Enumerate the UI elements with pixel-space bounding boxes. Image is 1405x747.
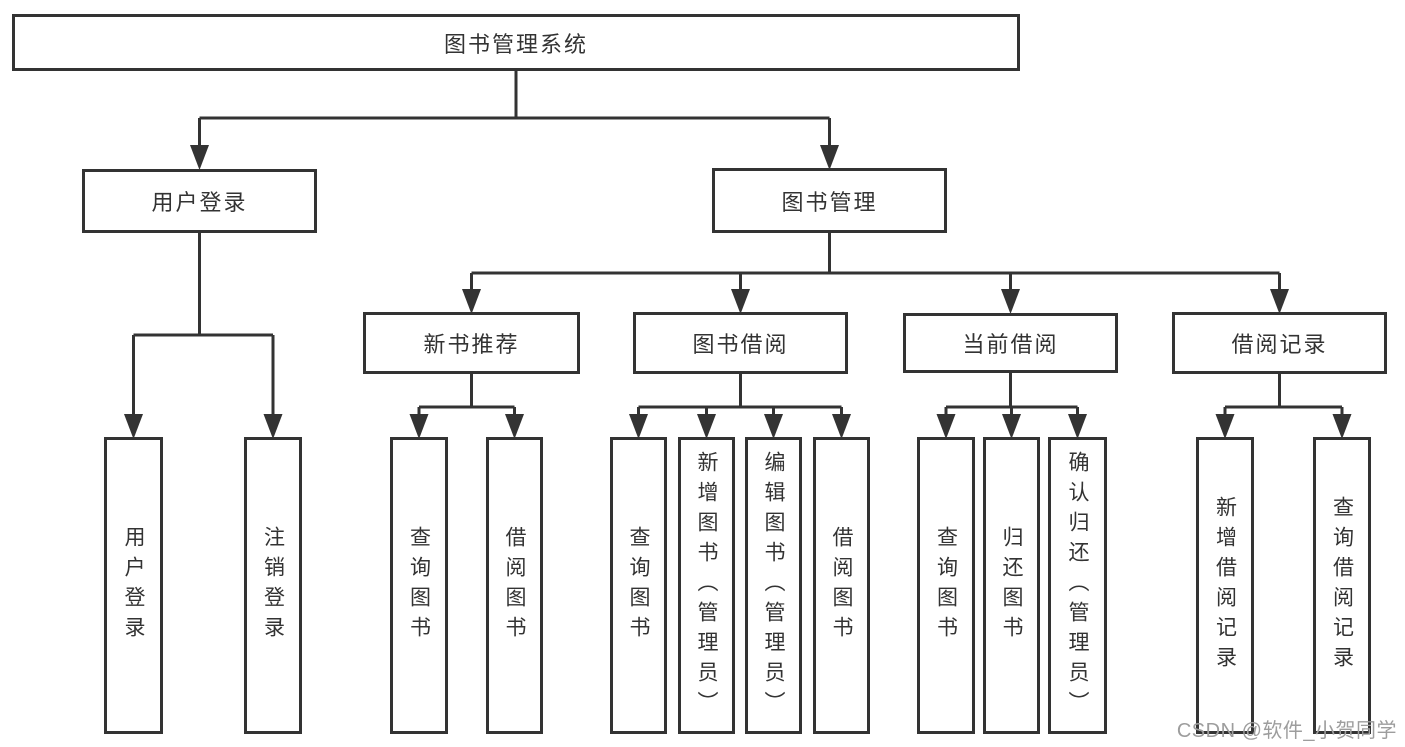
node-book-management: 图书管理 xyxy=(712,168,947,233)
leaf-confirm-return-admin: 确认归还（管理员） xyxy=(1048,437,1107,734)
leaf-add-book-admin: 新增图书（管理员） xyxy=(678,437,735,734)
leaf-user-login: 用户登录 xyxy=(104,437,163,734)
leaf-borrow-book: 借阅图书 xyxy=(813,437,870,734)
leaf-logout: 注销登录 xyxy=(244,437,302,734)
leaf-query-borrow-record: 查询借阅记录 xyxy=(1313,437,1371,734)
node-book-borrowing: 图书借阅 xyxy=(633,312,848,374)
leaf-borrow-query-book: 查询图书 xyxy=(610,437,667,734)
tree-connectors xyxy=(132,71,1344,415)
node-borrowing-records: 借阅记录 xyxy=(1172,312,1387,374)
leaf-edit-book-admin: 编辑图书（管理员） xyxy=(745,437,802,734)
node-user-login: 用户登录 xyxy=(82,169,317,233)
leaf-current-query-book: 查询图书 xyxy=(917,437,975,734)
arrowhead-icons xyxy=(124,145,1352,439)
leaf-recommend-query-book: 查询图书 xyxy=(390,437,448,734)
node-new-book-recommendation: 新书推荐 xyxy=(363,312,580,374)
leaf-recommend-borrow-book: 借阅图书 xyxy=(486,437,543,734)
node-library-management-system: 图书管理系统 xyxy=(12,14,1020,71)
leaf-add-borrow-record: 新增借阅记录 xyxy=(1196,437,1254,734)
leaf-return-book: 归还图书 xyxy=(983,437,1040,734)
node-current-borrowing: 当前借阅 xyxy=(903,313,1118,373)
watermark: CSDN @软件_小贺同学 xyxy=(1176,720,1397,742)
